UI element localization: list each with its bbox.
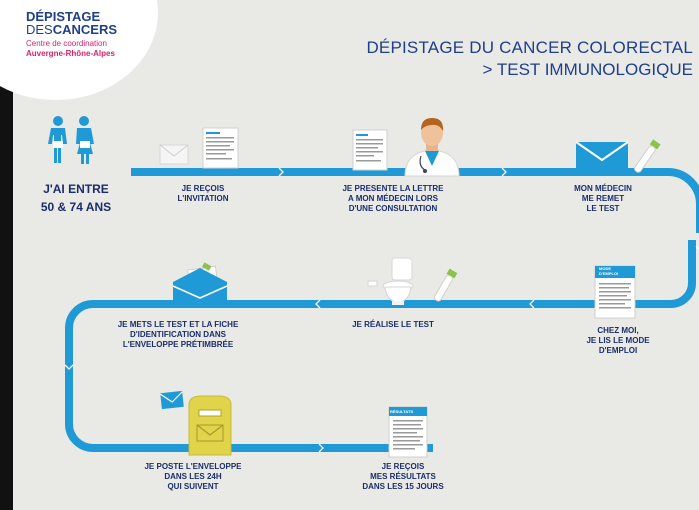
booklet-header-label: MODE D'EMPLOI (599, 266, 619, 276)
arrow-icon (278, 167, 284, 177)
step-6-caption: JE METS LE TEST ET LA FICHE D'IDENTIFICA… (117, 320, 239, 349)
people-icon (48, 116, 94, 164)
arrow-icon (501, 167, 507, 177)
step-1-caption: JE REÇOIS L'INVITATION (177, 184, 229, 203)
age-label: J'AI ENTRE 50 & 74 ANS (40, 182, 112, 214)
instructions-booklet-icon (594, 265, 636, 319)
path-row-1 (131, 168, 699, 233)
path-arrows (64, 167, 699, 453)
invitation-envelope-icon (159, 144, 189, 165)
title-main: DÉPISTAGE DU CANCER COLORECTAL (366, 38, 693, 57)
test-tube-icon (434, 268, 458, 302)
arrow-icon (695, 245, 699, 250)
step-8-caption: JE REÇOIS MES RÉSULTATS DANS LES 15 JOUR… (362, 462, 444, 491)
doctor-icon (404, 118, 460, 177)
results-document-icon (388, 406, 428, 458)
envelope-icon (575, 141, 629, 172)
path-left-curve (65, 328, 433, 452)
step-5-caption: JE RÉALISE LE TEST (352, 320, 434, 329)
path-right-curve (65, 240, 696, 329)
process-diagram (48, 116, 699, 458)
title-sub: > TEST IMMUNOLOGIQUE (482, 60, 694, 79)
test-tube-icon (634, 139, 661, 173)
logo-region: Auvergne-Rhône-Alpes (26, 49, 115, 58)
arrow-icon (529, 299, 535, 309)
invitation-letter-icon (202, 127, 239, 169)
open-envelope-icon (172, 262, 228, 306)
step-3-caption: MON MÉDECIN ME REMET LE TEST (574, 184, 632, 213)
logo-subtitle: Centre de coordination (26, 39, 107, 48)
logo-line-1: DÉPISTAGE (26, 9, 101, 24)
arrow-icon (318, 443, 324, 453)
arrow-icon (315, 299, 321, 309)
step-2-caption: JE PRESENTE LA LETTRE A MON MÉDECIN LORS… (342, 184, 444, 213)
logo-des: DES (26, 22, 53, 37)
logo-cancers: CANCERS (52, 22, 118, 37)
logo-line-2: DESCANCERS (26, 23, 117, 36)
toilet-icon (367, 257, 414, 305)
step-4-caption: CHEZ MOI, JE LIS LE MODE D'EMPLOI (586, 326, 650, 355)
step-7-caption: JE POSTE L'ENVELOPPE DANS LES 24H QUI SU… (144, 462, 242, 491)
letter-icon (352, 129, 388, 171)
arrow-icon (64, 364, 74, 370)
mailbox-icon (159, 390, 232, 456)
results-header-label: RÉSULTATS (390, 409, 414, 414)
